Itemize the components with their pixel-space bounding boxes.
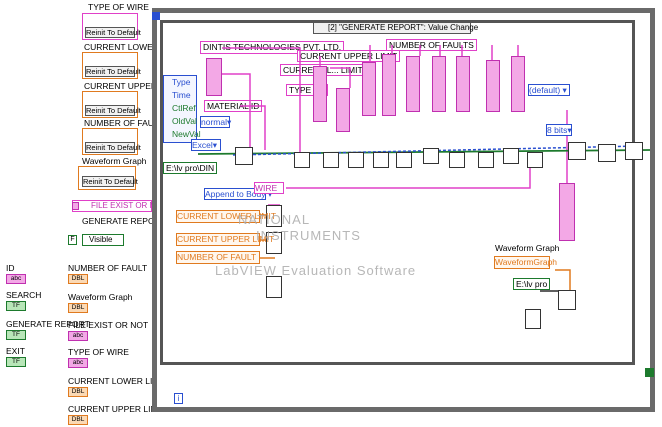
watermark-instruments: INSTRUMENTS bbox=[256, 228, 361, 243]
append-text-vi-3[interactable] bbox=[348, 152, 364, 168]
wire-prop-text: WIRE bbox=[255, 183, 277, 193]
num-fault-node-text: NUMBER OF FAULT bbox=[177, 252, 256, 262]
watermark-ni: NATIONAL bbox=[238, 212, 310, 227]
append-table-vi[interactable] bbox=[568, 142, 586, 160]
concat-vi-3[interactable] bbox=[266, 276, 282, 298]
append-text-vi-4[interactable] bbox=[373, 152, 389, 168]
append-text-vi-7[interactable] bbox=[449, 152, 465, 168]
waveform-graph-diagram-label: Waveform Graph bbox=[495, 243, 559, 253]
default-case-selector[interactable]: (default) ▾ bbox=[528, 84, 570, 96]
append-text-vi-5[interactable] bbox=[396, 152, 412, 168]
append-text-vi-10[interactable] bbox=[527, 152, 543, 168]
path-constant-2: E:\lv pro bbox=[513, 278, 550, 290]
graph-icon-vi[interactable] bbox=[525, 309, 541, 329]
append-text-vi-6[interactable] bbox=[423, 148, 439, 164]
current-upper-prop: CURRENT UPPER LIMIT bbox=[176, 233, 260, 246]
bits-text: 8 bits bbox=[547, 125, 567, 135]
graph-image-vi[interactable] bbox=[558, 290, 576, 310]
new-report-vi[interactable] bbox=[235, 147, 253, 165]
append-text-vi-9[interactable] bbox=[503, 148, 519, 164]
waveform-graph-prop: WaveformGraph bbox=[494, 256, 550, 269]
default-case-text: (default) bbox=[529, 85, 560, 95]
bits-enum[interactable]: 8 bits▾ bbox=[546, 124, 572, 136]
dispose-report-vi[interactable] bbox=[625, 142, 643, 160]
append-text-vi-1[interactable] bbox=[294, 152, 310, 168]
append-text-vi-2[interactable] bbox=[323, 152, 339, 168]
wire-property: WIRE bbox=[254, 182, 284, 194]
save-report-vi[interactable] bbox=[598, 144, 616, 162]
waveform-node-text: WaveformGraph bbox=[495, 257, 557, 267]
watermark-labview: LabVIEW Evaluation Software bbox=[215, 263, 416, 278]
append-text-vi-8[interactable] bbox=[478, 152, 494, 168]
